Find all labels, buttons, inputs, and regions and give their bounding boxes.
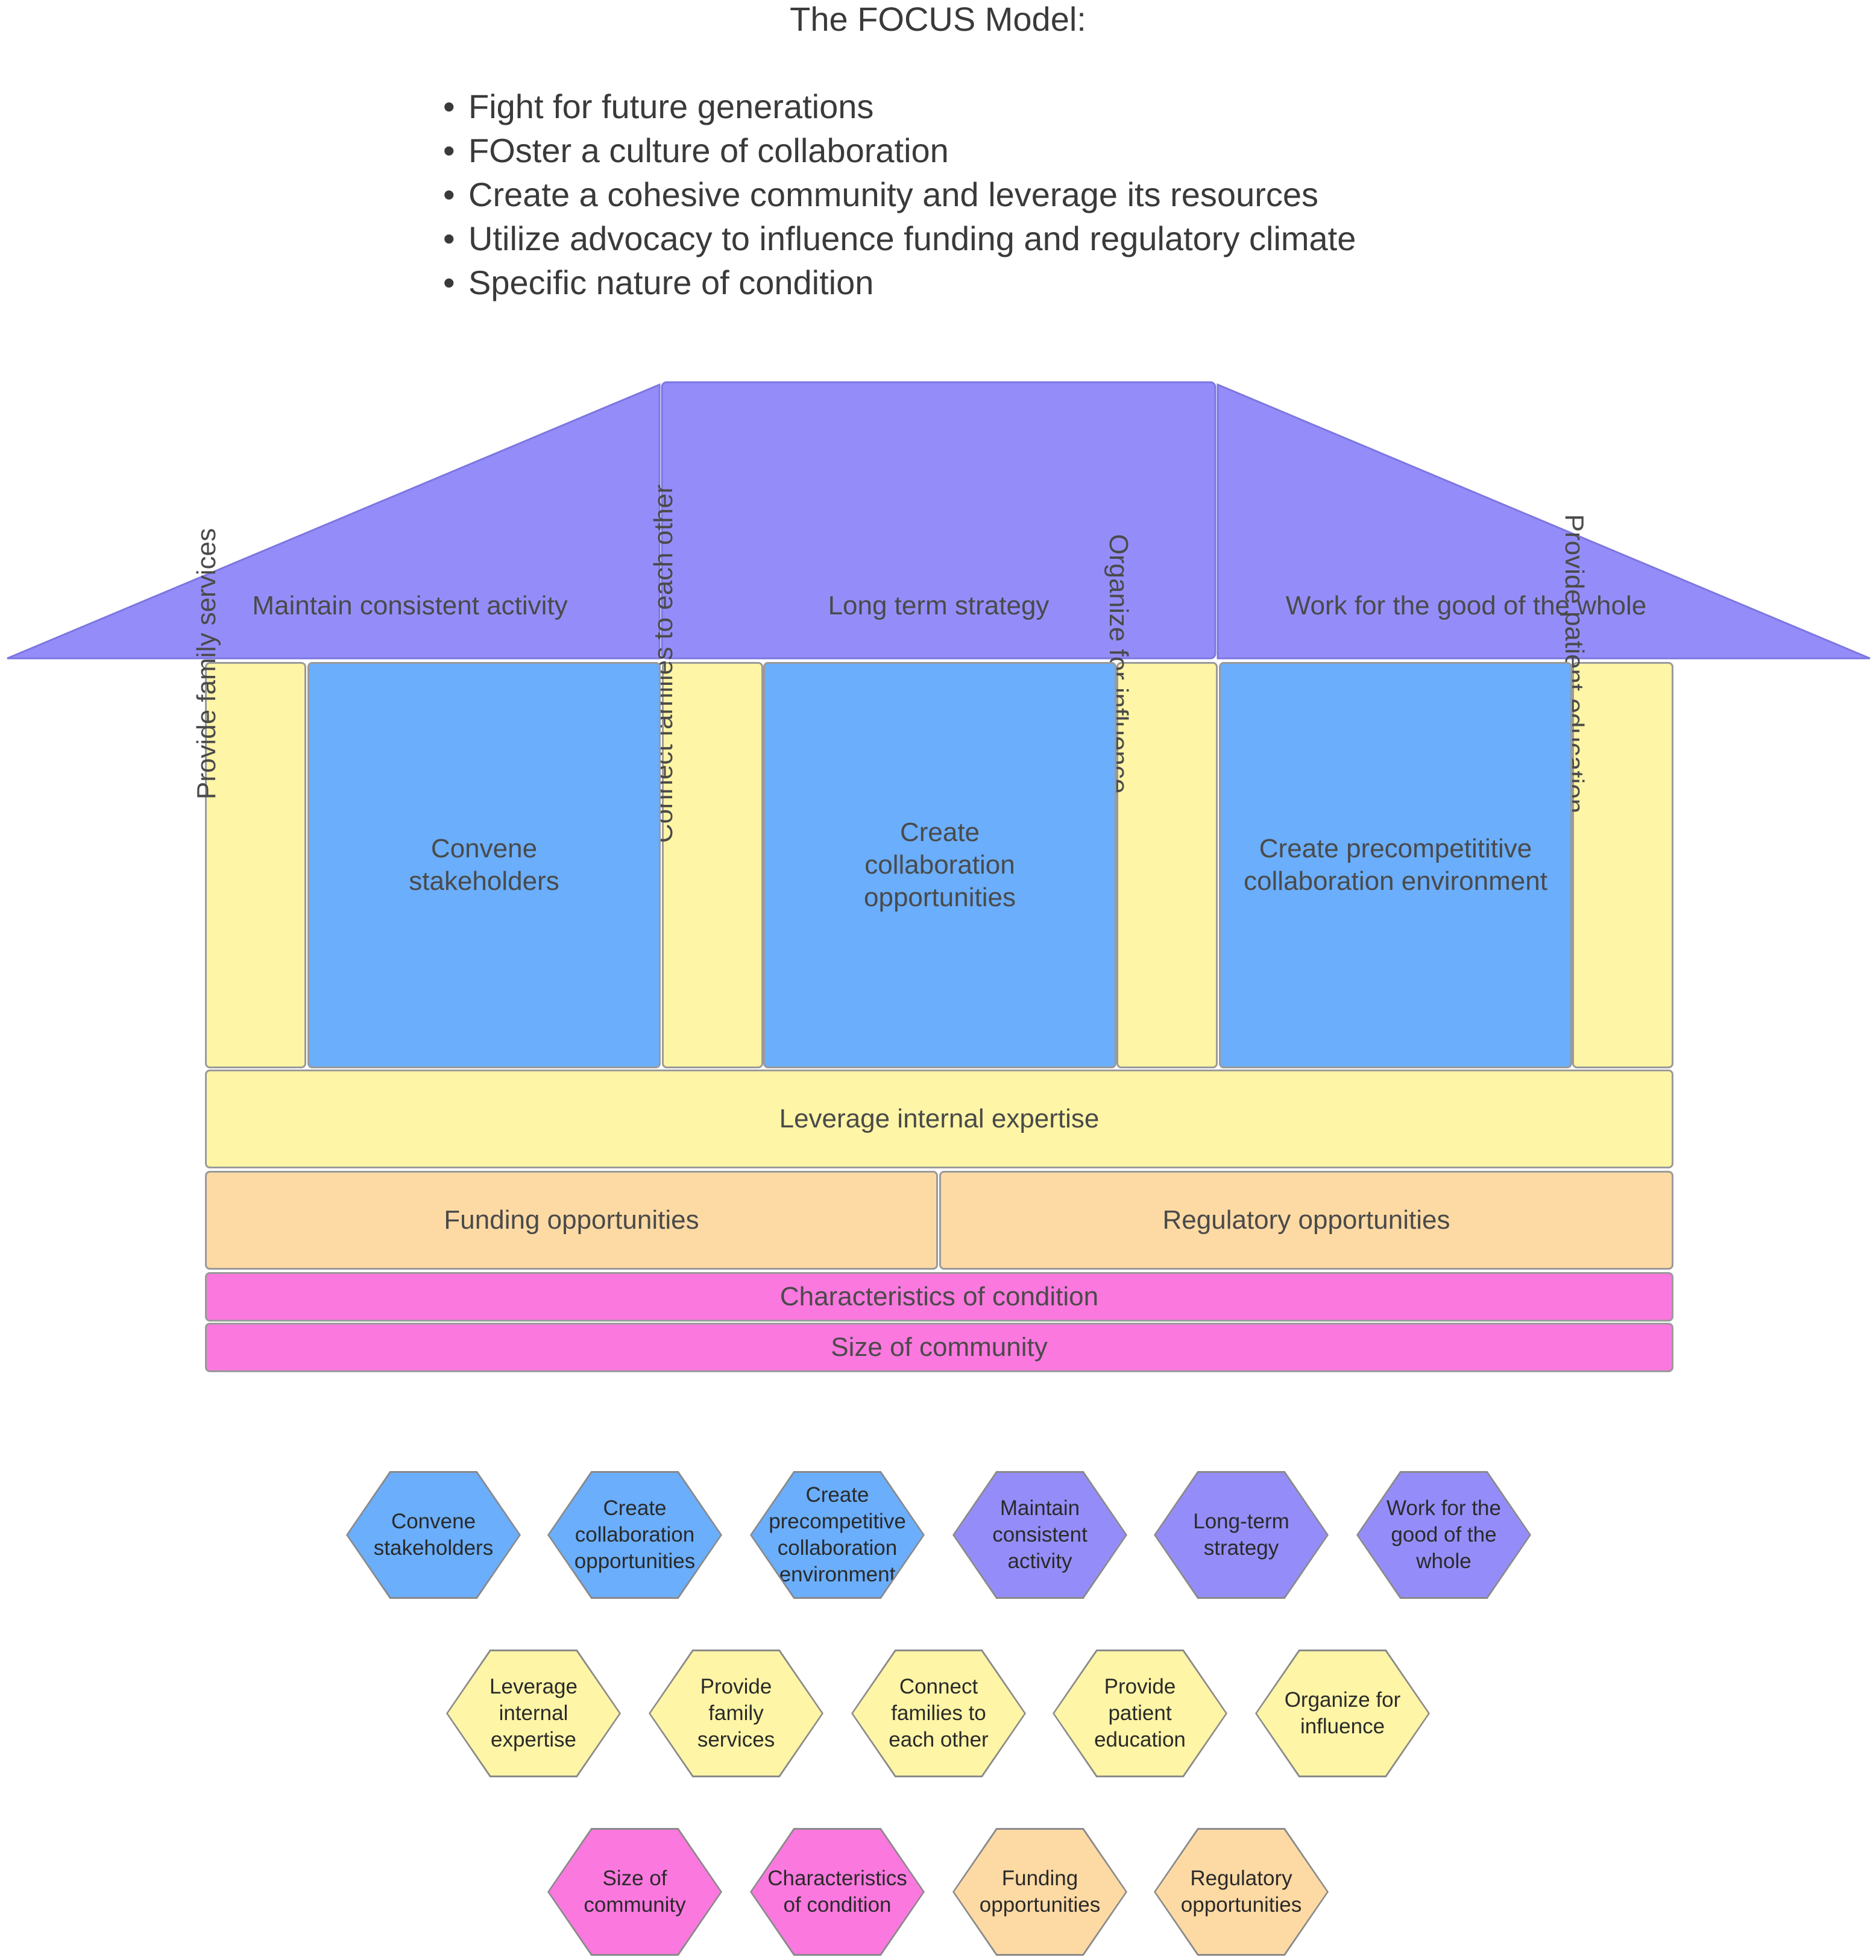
hex-label: Provide patient education [1094,1675,1186,1751]
pillar-convene-stakeholders: Convene stakeholders [307,662,661,1068]
legend-hex-funding-opportunities: Funding opportunities [952,1828,1127,1956]
bullet-item: Fight for future generations [443,84,1356,128]
legend-hex-leverage-internal-expertise: Leverage internal expertise [446,1650,621,1777]
pillar-label: Provide family services [192,528,221,799]
hex-label: Create precompetitive collaboration envi… [769,1483,906,1586]
block-label: Funding opportunities [444,1205,699,1235]
roof [7,381,1871,660]
pillar-create-precompetitive-environment: Create precompetititive collaboration en… [1219,662,1572,1068]
hex-label: Organize for influence [1284,1688,1401,1738]
foundation-size-of-community: Size of community [205,1323,1673,1372]
hex-label: Leverage internal expertise [489,1675,578,1751]
diagram-title: The FOCUS Model: [790,0,1086,38]
roof-right-section [1217,383,1871,660]
block-regulatory-opportunities: Regulatory opportunities [939,1171,1673,1270]
pillar-organize-for-influence: Organize for influence [1104,534,1218,1068]
hex-label: Size of community [584,1867,686,1917]
beam-label: Leverage internal expertise [779,1104,1100,1133]
pillar-label: Create collaboration opportunities [864,818,1016,912]
pillar-provide-family-services: Provide family services [192,528,306,1068]
pillar-connect-families: Connect families to each other [649,485,763,1068]
roof-label-right: Work for the good of the whole [1285,591,1647,620]
hex-label: Regulatory opportunities [1180,1867,1302,1917]
roof-label-center: Long term strategy [828,591,1050,620]
legend-hex-characteristics-of-condition: Characteristics of condition [750,1828,925,1956]
roof-center-section [661,381,1217,660]
foundation-label: Size of community [831,1332,1048,1362]
pillar-provide-patient-education: Provide patient education [1560,514,1673,1068]
bullet-item: Create a cohesive community and leverage… [443,172,1356,216]
hex-label: Convene stakeholders [373,1510,494,1560]
block-funding-opportunities: Funding opportunities [205,1171,938,1270]
focus-bullet-list: Fight for future generations FOster a cu… [443,84,1356,304]
roof-left-section [7,383,661,660]
hex-label: Characteristics of condition [767,1867,907,1917]
hex-label: Maintain consistent activity [992,1496,1088,1573]
hex-label: Provide family services [697,1675,775,1751]
bullet-item: Specific nature of condition [443,260,1356,304]
hex-label: Funding opportunities [979,1867,1101,1917]
pillar-label: Convene stakeholders [409,834,559,896]
hex-label: Work for the good of the whole [1387,1496,1501,1573]
foundation-characteristics-of-condition: Characteristics of condition [205,1272,1673,1322]
bullet-item: Utilize advocacy to influence funding an… [443,216,1356,260]
bullet-item: FOster a culture of collaboration [443,128,1356,172]
hex-label: Connect families to each other [889,1675,989,1751]
roof-label-left: Maintain consistent activity [252,591,568,620]
beam-leverage-internal-expertise: Leverage internal expertise [205,1070,1673,1168]
block-label: Regulatory opportunities [1162,1205,1450,1235]
foundation-label: Characteristics of condition [779,1282,1099,1311]
pillar-create-collaboration-opportunities: Create collaboration opportunities [763,662,1116,1068]
hex-label: Long-term strategy [1193,1510,1289,1560]
pillar-label: Create precompetititive collaboration en… [1244,834,1547,896]
hex-label: Create collaboration opportunities [574,1496,696,1573]
